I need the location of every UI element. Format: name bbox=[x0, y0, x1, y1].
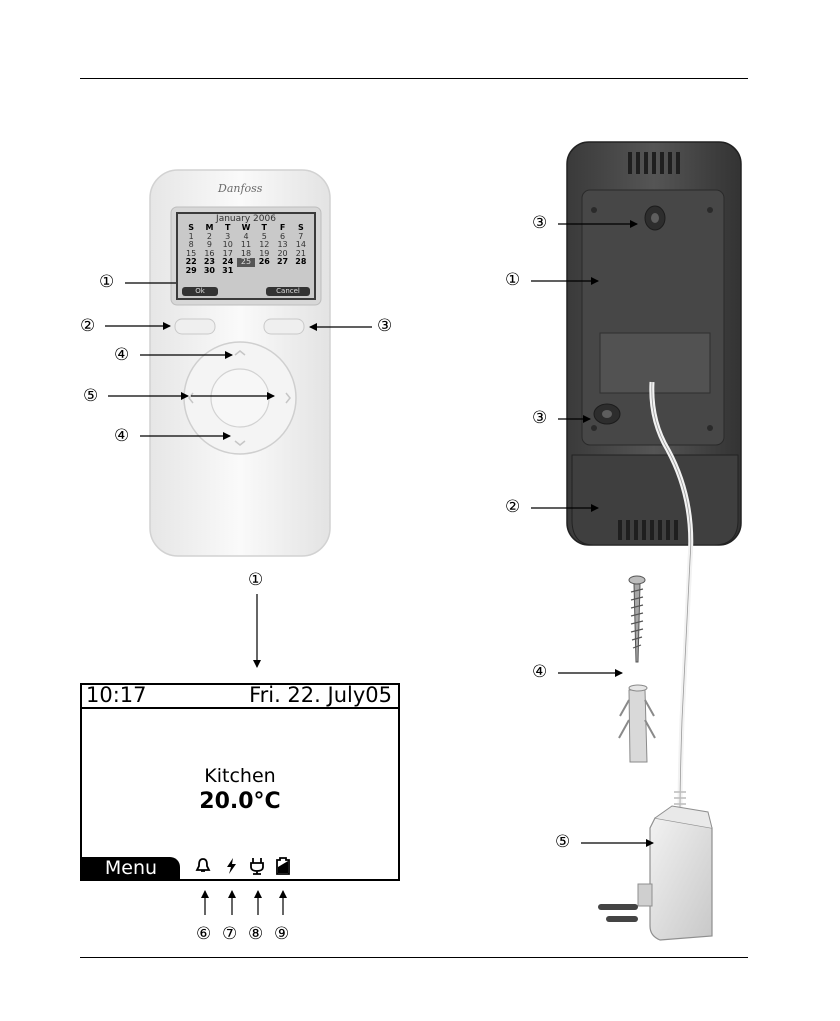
callout-7-lightning: ⑦ bbox=[222, 924, 237, 944]
lcd-room-name: Kitchen bbox=[82, 765, 398, 787]
lcd-date: Fri. 22. July05 bbox=[249, 683, 392, 707]
bell-icon bbox=[194, 857, 212, 881]
lightning-icon bbox=[224, 857, 238, 881]
calendar-day[interactable] bbox=[273, 267, 291, 276]
lcd-status-bar: 10:17 Fri. 22. July05 bbox=[82, 685, 398, 709]
callout-4-screw-plug: ④ bbox=[532, 662, 547, 682]
screw bbox=[629, 576, 645, 662]
right-soft-button bbox=[264, 319, 304, 334]
calendar-cancel-button[interactable]: Cancel bbox=[266, 287, 310, 296]
callout-3-bottom-hole: ③ bbox=[532, 408, 547, 428]
lcd-menu-softkey[interactable]: Menu bbox=[82, 857, 180, 879]
callout-4-down: ④ bbox=[114, 426, 129, 446]
callout-6-bell: ⑥ bbox=[196, 924, 211, 944]
lcd-time: 10:17 bbox=[86, 683, 147, 707]
brand-label: Danfoss bbox=[218, 182, 262, 195]
wall-unit-back bbox=[567, 142, 741, 545]
calendar-day[interactable]: 25 bbox=[237, 258, 255, 267]
callout-2-battery-cover: ② bbox=[505, 497, 520, 517]
lcd-temperature: 20.0°C bbox=[82, 789, 398, 814]
calendar-day[interactable] bbox=[255, 267, 273, 276]
calendar-ok-button[interactable]: Ok bbox=[182, 287, 218, 296]
brand-logo: Danfoss bbox=[218, 182, 262, 195]
center-button bbox=[211, 369, 269, 427]
callout-1-back: ① bbox=[505, 270, 520, 290]
callout-3-right-button: ③ bbox=[377, 316, 392, 336]
callout-2-left-button: ② bbox=[80, 316, 95, 336]
calendar-day[interactable]: 30 bbox=[200, 267, 218, 276]
calendar-day[interactable]: 31 bbox=[219, 267, 237, 276]
calendar-day[interactable]: 26 bbox=[255, 258, 273, 267]
left-soft-button bbox=[175, 319, 215, 334]
callout-5-ok: ⑤ bbox=[83, 386, 98, 406]
callout-1-screen: ① bbox=[99, 272, 114, 292]
calendar-day[interactable]: 27 bbox=[273, 258, 291, 267]
callout-5-adapter: ⑤ bbox=[555, 832, 570, 852]
plug-icon bbox=[248, 857, 266, 881]
callout-1-display: ① bbox=[248, 570, 263, 590]
wall-plug bbox=[619, 685, 655, 762]
calendar-day[interactable] bbox=[292, 267, 310, 276]
callout-3-top-hole: ③ bbox=[532, 213, 547, 233]
callout-4-up: ④ bbox=[114, 345, 129, 365]
calendar-day[interactable]: 28 bbox=[292, 258, 310, 267]
battery-icon bbox=[276, 857, 290, 881]
calendar-day[interactable] bbox=[237, 267, 255, 276]
callout-9-battery: ⑨ bbox=[274, 924, 289, 944]
calendar-day[interactable]: 29 bbox=[182, 267, 200, 276]
callout-8-plug: ⑧ bbox=[248, 924, 263, 944]
lcd-display: 10:17 Fri. 22. July05 Kitchen 20.0°C Men… bbox=[80, 683, 400, 881]
calendar-softkeys: Ok Cancel bbox=[180, 287, 312, 296]
power-adapter bbox=[598, 806, 712, 940]
